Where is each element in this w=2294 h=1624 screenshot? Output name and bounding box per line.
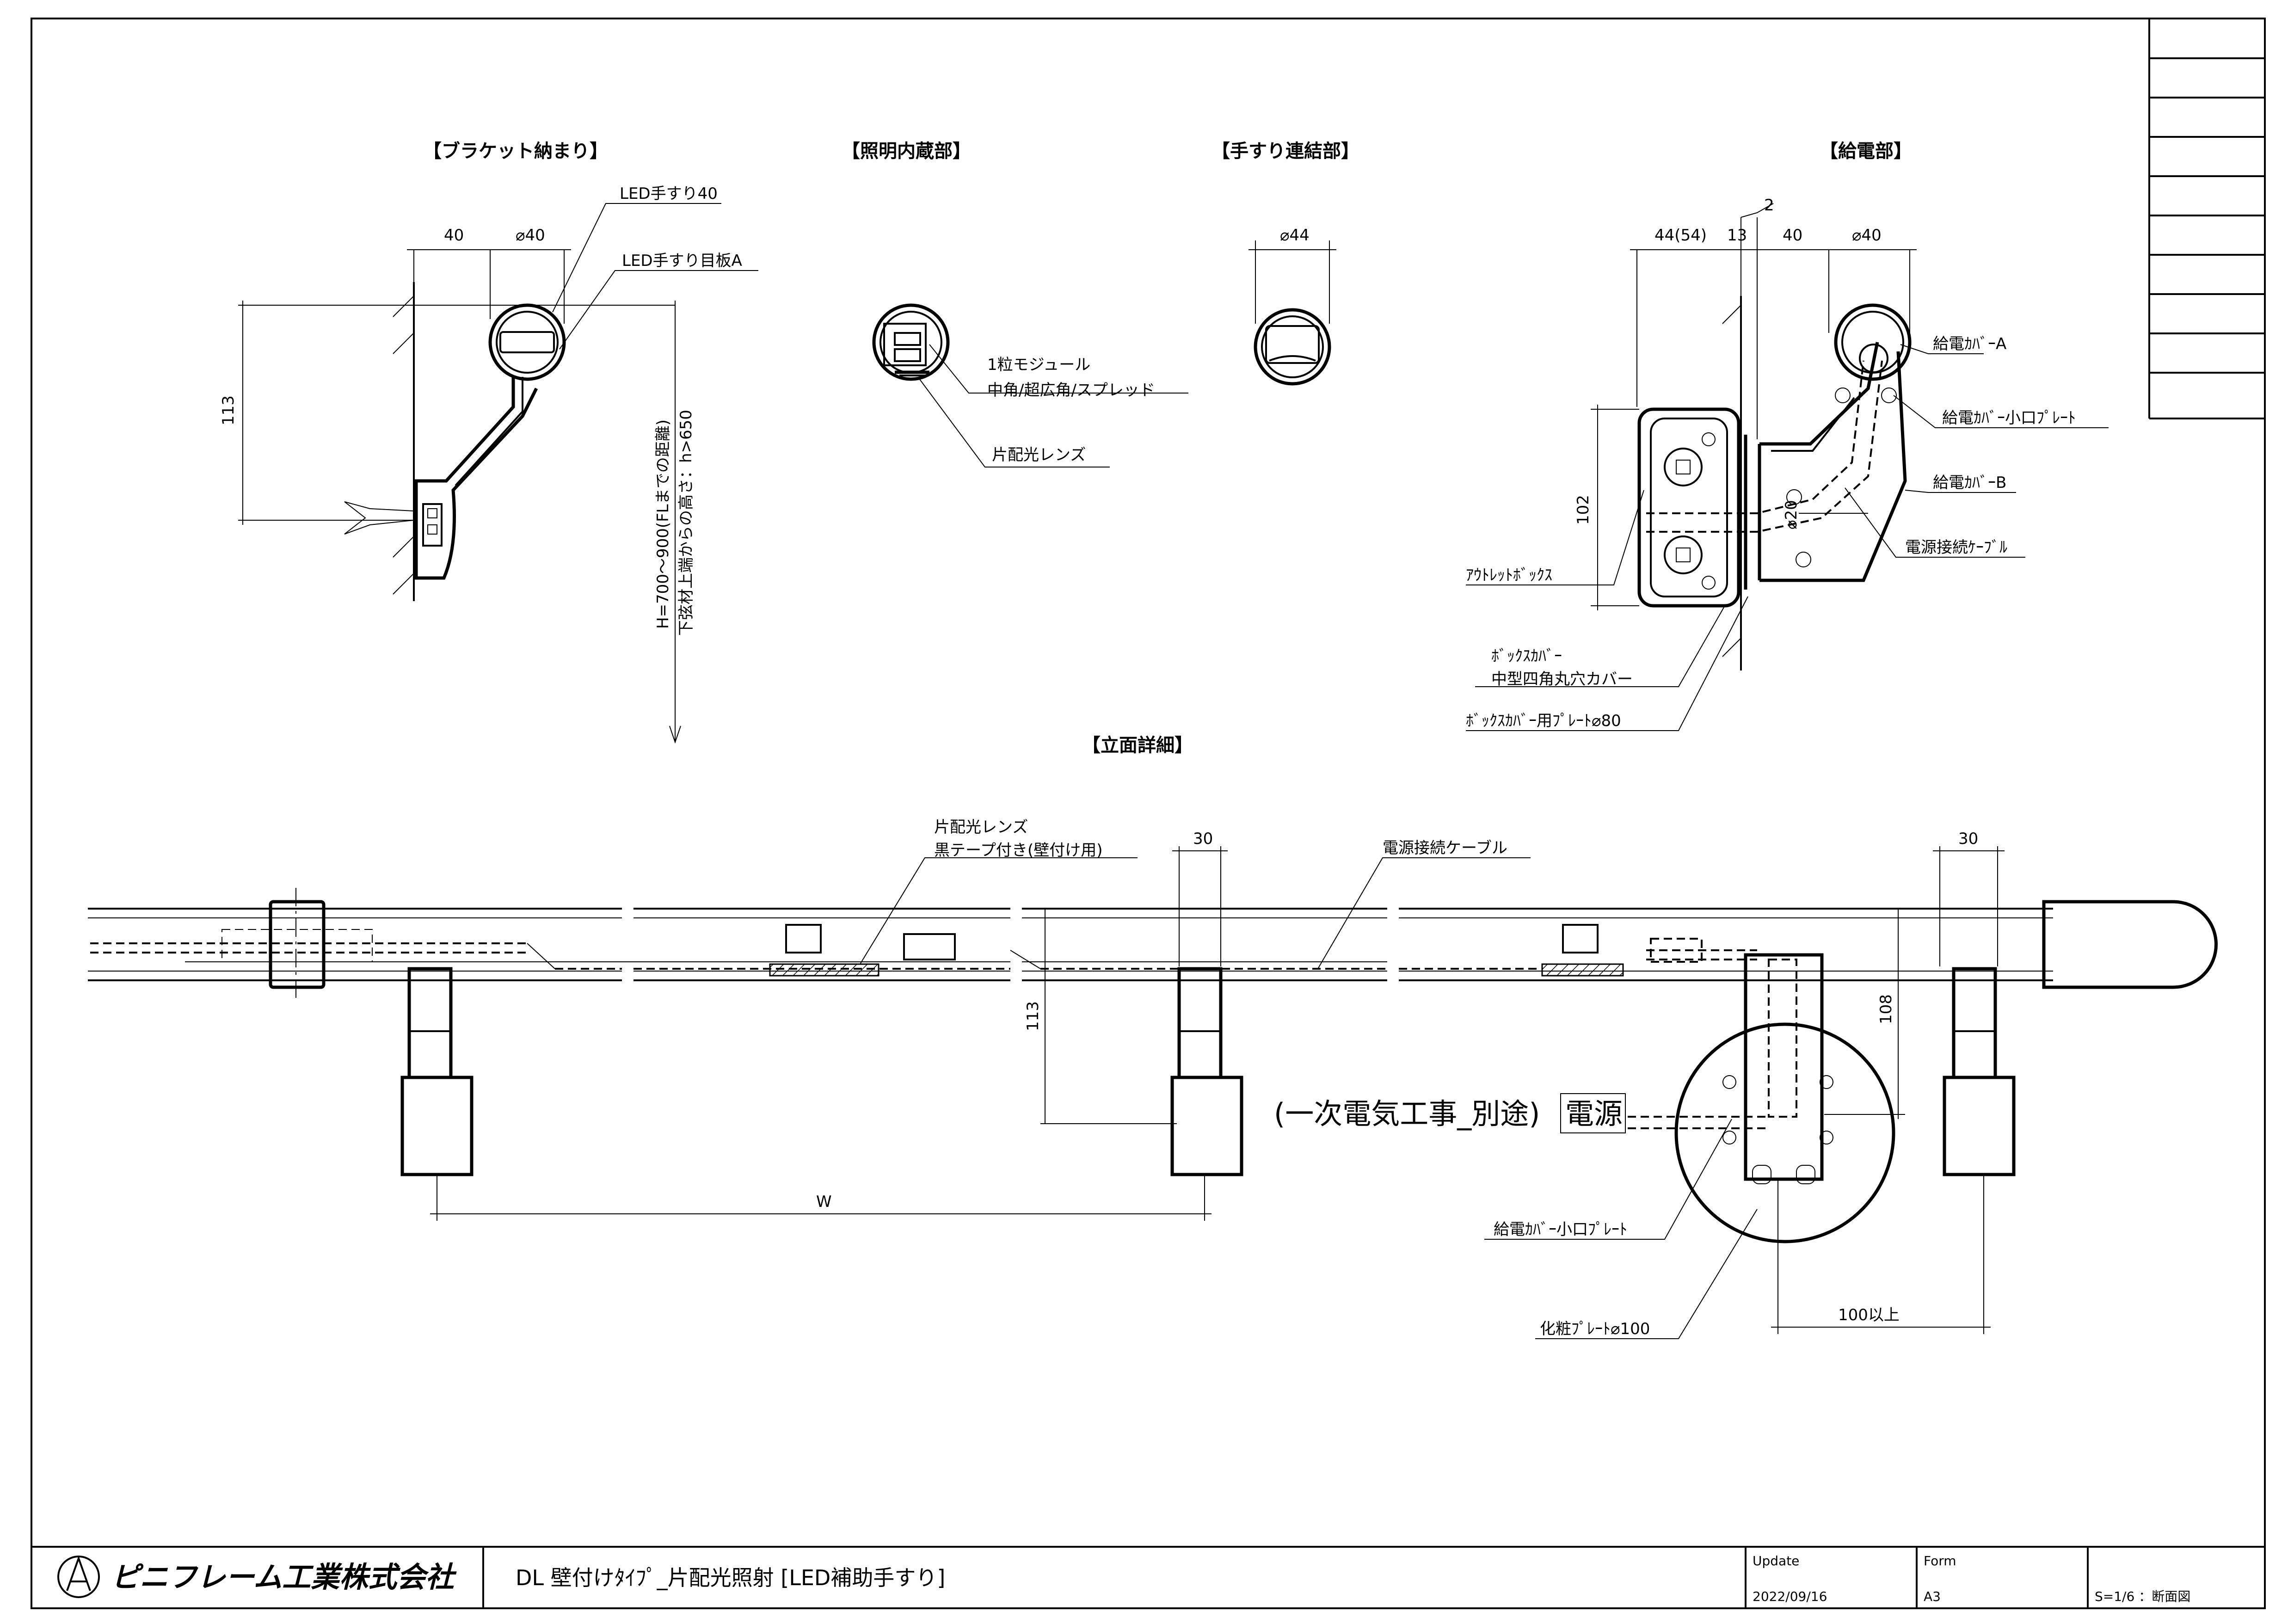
elevation-dim-w: W bbox=[816, 1193, 832, 1211]
drawing-title: DL 壁付けﾀｲﾌﾟ_片配光照射 [LED補助手すり] bbox=[516, 1565, 945, 1590]
revision-table bbox=[2148, 18, 2265, 419]
title-block bbox=[31, 1546, 2265, 1608]
section-title-lighting: 【照明内蔵部】 bbox=[842, 141, 971, 162]
bracket-height-line1: H=700～900(FLまでの距離) bbox=[654, 419, 672, 629]
power-dim-phi40: ⌀40 bbox=[1852, 226, 1882, 245]
lighting-module-line1: 1粒モジュール bbox=[987, 356, 1090, 374]
power-label-cover-a: 給電ｶﾊﾞｰA bbox=[1933, 335, 2006, 353]
elevation-power-text: (一次電気工事_別途) bbox=[1274, 1097, 1540, 1131]
joint-detail: ⌀44 bbox=[1248, 226, 1336, 386]
elevation-lens-line1: 片配光レンズ bbox=[934, 818, 1028, 837]
power-label-box-plate: ﾎﾞｯｸｽｶﾊﾞｰ用ﾌﾟﾚｰﾄ⌀80 bbox=[1466, 712, 1621, 730]
bracket-dim-phi40: ⌀40 bbox=[516, 226, 545, 245]
bracket-label-handrail: LED手すり40 bbox=[620, 185, 718, 203]
power-dim-2: 2 bbox=[1764, 196, 1774, 215]
elevation-detail: (一次電気工事_別途) 電源 片配光レンズ 黒テープ付き(壁付け用) 電源接続ケ… bbox=[88, 818, 2218, 1339]
form-label: Form bbox=[1924, 1553, 1956, 1569]
section-title-power: 【給電部】 bbox=[1820, 141, 1912, 162]
power-label-cover-b: 給電ｶﾊﾞｰB bbox=[1933, 474, 2006, 492]
lighting-module-line2: 中角/超広角/スプレッド bbox=[987, 381, 1155, 400]
power-label-cover-small: 給電ｶﾊﾞｰ小口ﾌﾟﾚｰﾄ bbox=[1942, 409, 2076, 427]
form-value: A3 bbox=[1924, 1589, 1941, 1604]
power-dim-40: 40 bbox=[1783, 226, 1802, 245]
update-value: 2022/09/16 bbox=[1753, 1589, 1827, 1604]
lighting-detail: 1粒モジュール 中角/超広角/スプレッド 片配光レンズ bbox=[872, 303, 1188, 468]
company-logo bbox=[57, 1556, 100, 1598]
power-dim-102: 102 bbox=[1574, 495, 1593, 525]
bracket-dim-113: 113 bbox=[219, 395, 238, 425]
elevation-dim-30a: 30 bbox=[1193, 830, 1213, 848]
elevation-dim-30b: 30 bbox=[1958, 830, 1978, 848]
company-name: ピニフレーム工業株式会社 bbox=[111, 1560, 457, 1594]
elevation-power-boxed: 電源 bbox=[1565, 1097, 1623, 1131]
power-dim-44: 44(54) bbox=[1654, 226, 1707, 245]
power-dim-13: 13 bbox=[1727, 226, 1747, 245]
power-label-cable: 電源接続ｹｰﾌﾞﾙ bbox=[1905, 538, 2007, 557]
power-dim-phi20: ⌀20 bbox=[1782, 500, 1801, 529]
elevation-makeup-plate: 化粧ﾌﾟﾚｰﾄ⌀100 bbox=[1540, 1320, 1650, 1338]
elevation-dim-113: 113 bbox=[1024, 1001, 1042, 1031]
update-label: Update bbox=[1753, 1553, 1799, 1569]
joint-dim-phi44: ⌀44 bbox=[1280, 226, 1310, 245]
power-detail: 2 44(54) 13 40 ⌀40 102 ⌀20 給電ｶﾊﾞｰA 給電ｶﾊﾞ… bbox=[1466, 196, 2109, 731]
section-title-elevation: 【立面詳細】 bbox=[1082, 735, 1193, 756]
scale-note: S=1/6 ：断面図 bbox=[2095, 1589, 2190, 1604]
power-label-outlet: ｱｳﾄﾚｯﾄﾎﾞｯｸｽ bbox=[1466, 566, 1552, 584]
section-title-joint: 【手すり連結部】 bbox=[1212, 141, 1359, 162]
bracket-label-plate: LED手すり目板A bbox=[622, 252, 742, 270]
bracket-detail: 40 ⌀40 113 H=700～900(FLまでの距離) 下弦材上端からの高さ… bbox=[219, 185, 758, 744]
bracket-height-line2: 下弦材上端からの高さ：h>650 bbox=[677, 410, 695, 636]
elevation-dim-108: 108 bbox=[1877, 994, 1895, 1024]
elevation-lens-line2: 黒テープ付き(壁付け用) bbox=[934, 841, 1103, 860]
section-title-bracket: 【ブラケット納まり】 bbox=[423, 141, 608, 162]
elevation-cable: 電源接続ケーブル bbox=[1383, 839, 1507, 857]
lighting-lens: 片配光レンズ bbox=[992, 446, 1086, 464]
power-label-box-cover2: 中型四角丸穴カバー bbox=[1491, 670, 1633, 689]
power-label-box-cover1: ﾎﾞｯｸｽｶﾊﾞｰ bbox=[1491, 647, 1562, 665]
bracket-dim-40: 40 bbox=[444, 226, 464, 245]
elevation-dim-100: 100以上 bbox=[1838, 1306, 1900, 1324]
sheet-border bbox=[31, 18, 2266, 1609]
elevation-cover-small: 給電ｶﾊﾞｰ小口ﾌﾟﾚｰﾄ bbox=[1494, 1220, 1627, 1239]
